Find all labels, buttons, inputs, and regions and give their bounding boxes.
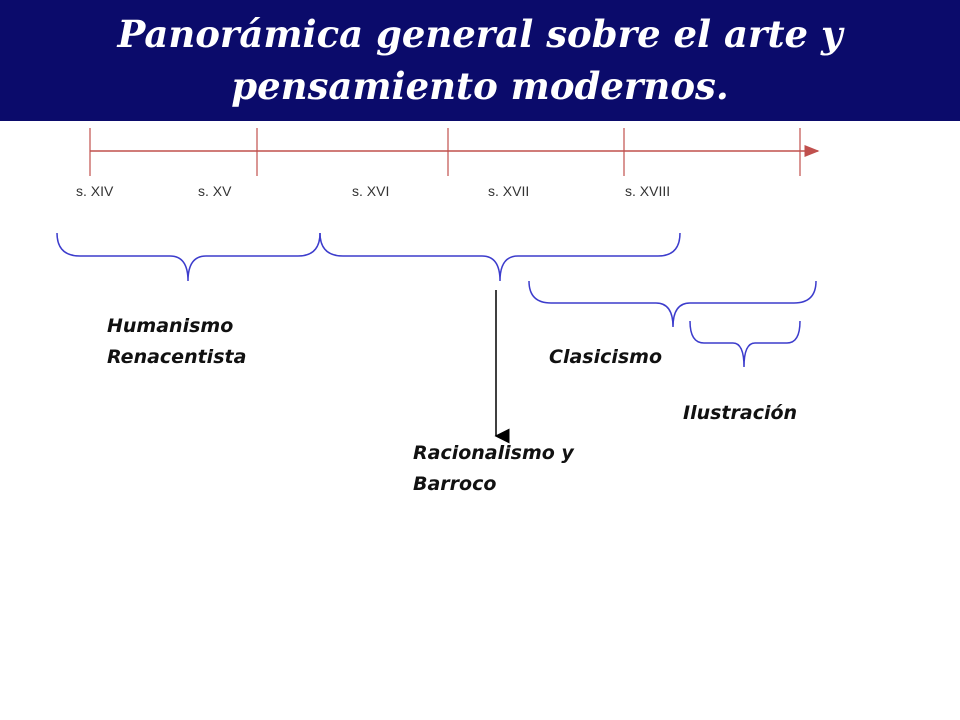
period-label-humanismo-line-1: Humanismo bbox=[107, 315, 234, 337]
brace-ilustracion bbox=[689, 320, 801, 368]
century-label-xv: s. XV bbox=[198, 183, 232, 199]
period-label-clasicismo: Clasicismo bbox=[549, 346, 663, 368]
page-title: Panorámica general sobre el arte y pensa… bbox=[0, 8, 960, 112]
century-label-xiv: s. XIV bbox=[76, 183, 114, 199]
title-bar: Panorámica general sobre el arte y pensa… bbox=[0, 0, 960, 121]
century-label-xvi: s. XVI bbox=[352, 183, 390, 199]
period-label-racionalismo-line-1: Racionalismo y bbox=[413, 442, 574, 464]
title-line-1: Panorámica general sobre el arte y bbox=[117, 12, 843, 56]
title-line-2: pensamiento modernos. bbox=[231, 64, 729, 108]
century-label-xviii: s. XVIII bbox=[625, 183, 671, 199]
brace-racionalismo bbox=[319, 232, 681, 282]
period-label-racionalismo-line-2: Barroco bbox=[413, 473, 497, 495]
period-label-ilustracion: Ilustración bbox=[683, 402, 798, 424]
period-label-humanismo: Humanismo Renacentista bbox=[107, 311, 246, 373]
brace-humanismo bbox=[56, 232, 321, 282]
period-label-humanismo-line-2: Renacentista bbox=[107, 346, 247, 368]
brace-clasicismo bbox=[528, 280, 817, 328]
century-label-xvii: s. XVII bbox=[488, 183, 530, 199]
period-label-racionalismo: Racionalismo y Barroco bbox=[413, 438, 574, 500]
